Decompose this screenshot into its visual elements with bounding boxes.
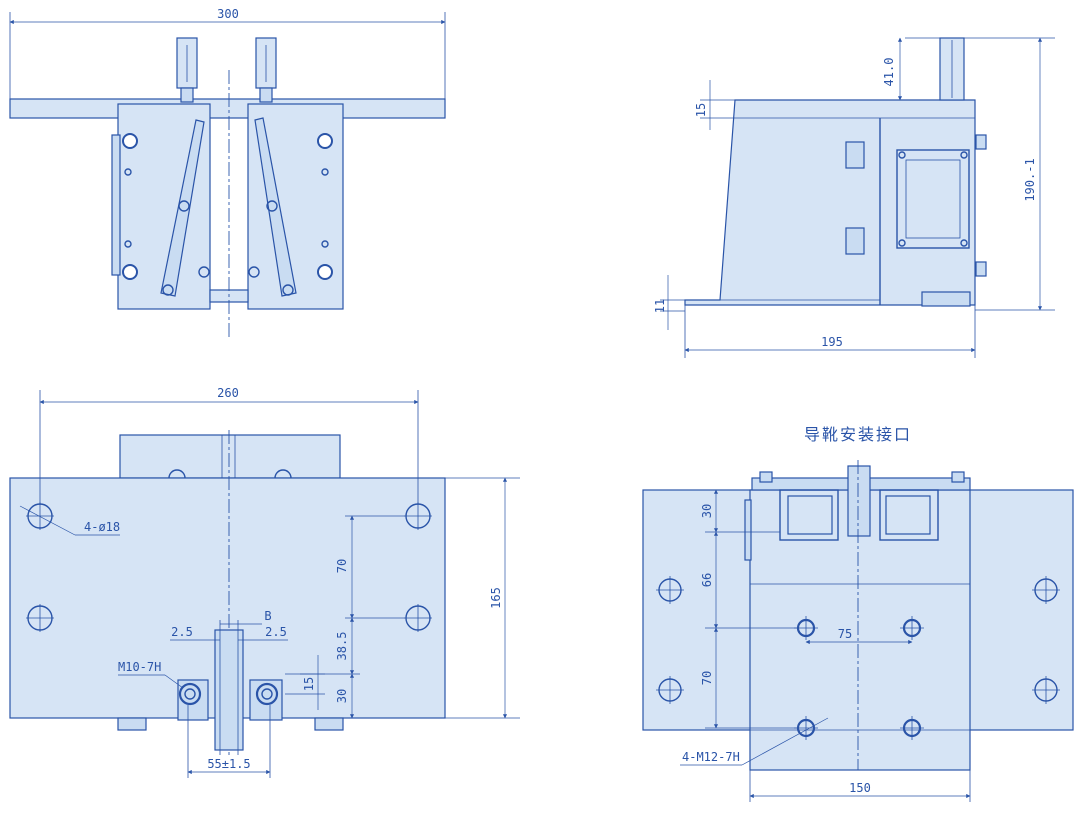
interface-view: 导靴安装接口 [642, 425, 1074, 802]
dim-2-5-right: 2.5 [265, 625, 287, 639]
callout-m12: 4-M12-7H [682, 750, 740, 764]
callout-m10: M10-7H [118, 660, 161, 674]
dim-190: 190.-1 [1023, 158, 1037, 201]
side-view: 190.-1 41.0 15 11 195 [653, 37, 1055, 358]
dim-30-interface: 30 [700, 504, 714, 518]
dim-15-side: 15 [694, 103, 708, 117]
callout-4-holes: 4-ø18 [84, 520, 120, 534]
dim-2-5-left: 2.5 [171, 625, 193, 639]
dim-66: 66 [700, 573, 714, 587]
interface-thread-holes [794, 616, 924, 740]
dim-300: 300 [217, 7, 239, 21]
front-view: 300 [9, 7, 446, 338]
dim-15-bottom: 15 [302, 677, 316, 691]
dim-b: B [264, 609, 271, 623]
dim-260: 260 [217, 386, 239, 400]
front-bolt-holes [122, 133, 333, 296]
bottom-view: 260 165 70 38.5 30 15 B 2.5 2.5 55±1.5 [9, 386, 520, 778]
interface-title: 导靴安装接口 [804, 425, 912, 444]
dim-30-bottom: 30 [335, 689, 349, 703]
dim-165: 165 [489, 587, 503, 609]
dim-11: 11 [653, 299, 667, 313]
dim-41: 41.0 [882, 58, 896, 87]
dim-150: 150 [849, 781, 871, 795]
dim-75: 75 [838, 627, 852, 641]
bottom-mount-holes [26, 502, 432, 632]
interface-outer-holes [656, 576, 1060, 704]
dim-70-interface: 70 [700, 671, 714, 685]
dim-38-5: 38.5 [335, 632, 349, 661]
dim-195: 195 [821, 335, 843, 349]
dim-70-bottom: 70 [335, 559, 349, 573]
dim-55: 55±1.5 [207, 757, 250, 771]
